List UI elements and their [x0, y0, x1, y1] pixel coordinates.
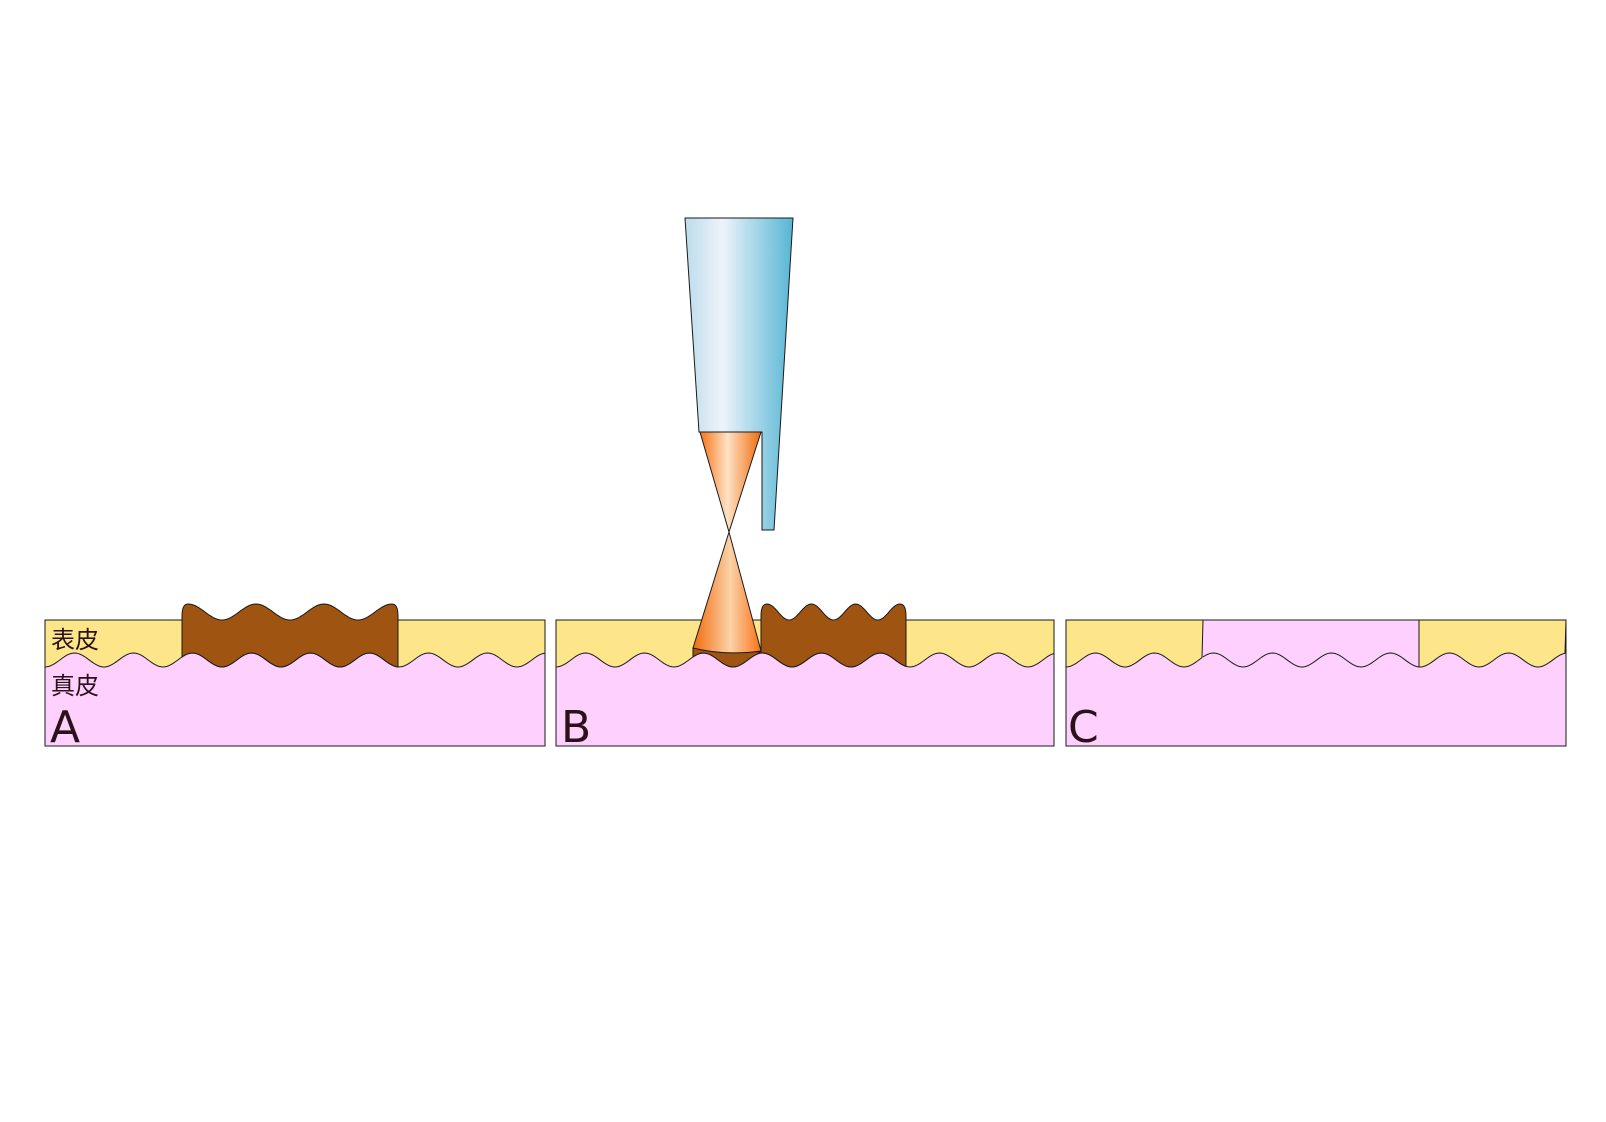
laser-beam [692, 431, 762, 654]
panel-a [44, 603, 546, 747]
beam-upper-cone [699, 431, 762, 534]
panel-c [1065, 619, 1567, 747]
pigment-lesion [181, 603, 399, 668]
panel-b [555, 603, 1055, 747]
epidermis-layer [1418, 619, 1567, 668]
panel-c-label: C [1068, 702, 1099, 753]
laser-probe [684, 217, 794, 531]
dermis-label: 真皮 [51, 672, 99, 700]
probe-body [684, 217, 794, 531]
beam-lower-cone [692, 530, 762, 654]
exposed-junction [1202, 652, 1420, 668]
panel-a-label: A [50, 702, 80, 753]
epidermis-label: 表皮 [51, 626, 99, 654]
pigment-lesion [760, 603, 907, 668]
panel-b-label: B [561, 702, 591, 753]
epidermis-layer [1065, 619, 1204, 668]
